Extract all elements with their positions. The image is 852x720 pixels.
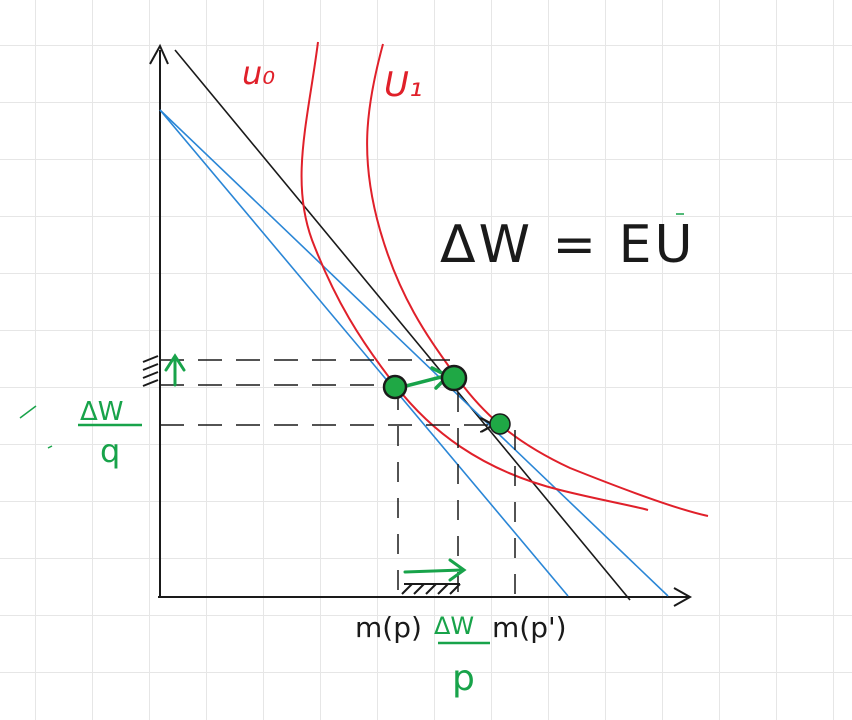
label-equation: ΔW = EU (440, 215, 696, 275)
stray-mark (19, 405, 37, 419)
stray-mark (47, 445, 53, 449)
indifference-curve-u1 (366, 43, 709, 517)
point-new (440, 364, 468, 392)
label-u0: u₀ (242, 54, 275, 92)
indifference-curve-u0 (300, 41, 649, 511)
label-dw-q-denominator: q (100, 432, 120, 470)
y-axis-arrow-icon (149, 43, 169, 65)
budget-line-blue-1 (159, 109, 569, 597)
x-axis-arrow-icon (673, 587, 693, 607)
budget-line-blue-2 (159, 109, 669, 597)
x-axis-hatch-marks (401, 583, 461, 595)
label-dw-p-numerator: ΔW (434, 612, 474, 640)
point-compensated (489, 413, 511, 435)
label-dw-p-denominator: p (452, 658, 475, 699)
green-arrow-up-icon (164, 353, 186, 387)
label-u1: U₁ (384, 65, 423, 105)
label-dw-q-numerator: ΔW (80, 397, 124, 427)
label-m-p: m(p) (355, 611, 422, 644)
point-initial (382, 374, 408, 400)
label-m-p-prime: m(p') (492, 611, 567, 644)
budget-line-black (174, 49, 631, 601)
green-arrow-right-icon (403, 558, 467, 582)
y-axis-hatch-marks (142, 355, 159, 387)
